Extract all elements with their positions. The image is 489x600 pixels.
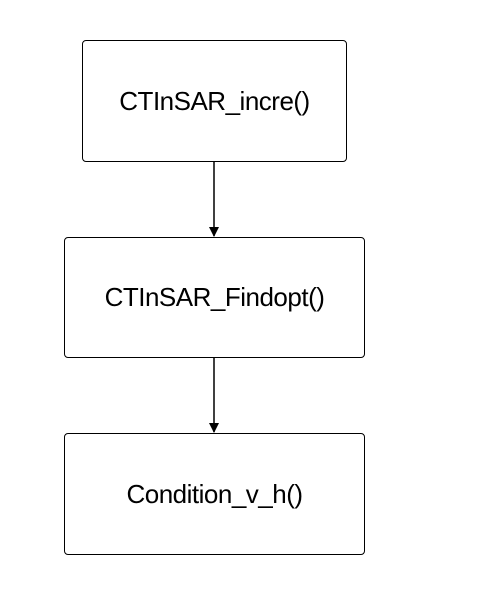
node-label: CTInSAR_Findopt() <box>104 282 325 312</box>
node-ctinsar-findopt: CTInSAR_Findopt() <box>64 237 365 358</box>
node-label: Condition_v_h() <box>126 478 303 509</box>
node-condition-v-h: Condition_v_h() <box>64 433 365 555</box>
node-label: CTInSAR_incre() <box>119 85 310 116</box>
node-ctinsar-incre: CTInSAR_incre() <box>82 40 347 162</box>
